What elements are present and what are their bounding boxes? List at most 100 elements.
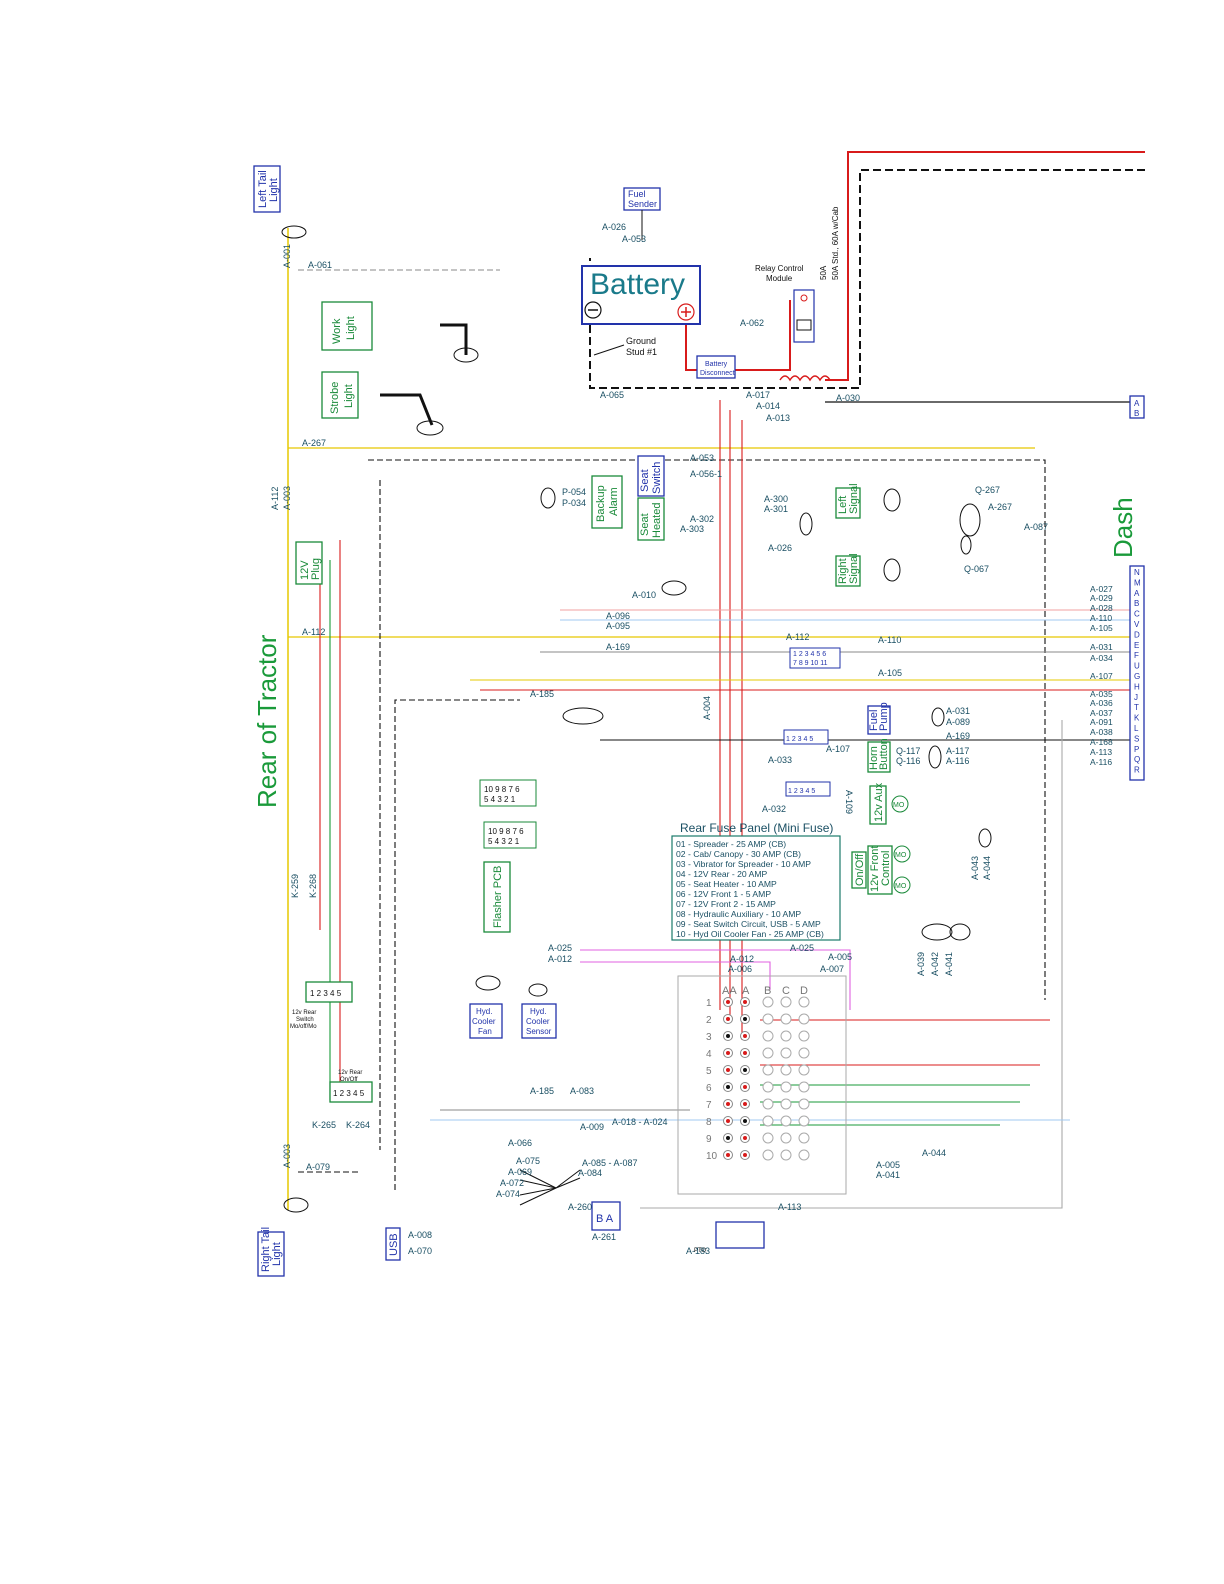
wire-label: K-259 — [290, 874, 300, 898]
dash-pin-label: E — [1134, 641, 1139, 650]
fuse-slot — [780, 1149, 792, 1161]
wire-label: A-042 — [930, 952, 940, 976]
wire-label: A-112 — [786, 632, 809, 642]
dash-pin-label: N — [1134, 568, 1140, 577]
fuse-socket-dot — [743, 1085, 747, 1089]
fuse-slot — [780, 1064, 792, 1076]
wire-label: Q-117 — [896, 746, 920, 756]
svg-text:Cooler: Cooler — [526, 1017, 550, 1026]
wire-label: K-265 — [312, 1120, 336, 1130]
rear-of-tractor-label: Rear of Tractor — [252, 634, 282, 808]
battery-title: Battery — [590, 268, 685, 301]
wire-label: A-001 — [282, 244, 292, 268]
wire-label: A-301 — [764, 504, 788, 514]
fuse-slot — [780, 1132, 792, 1144]
svg-text:Light: Light — [268, 178, 280, 202]
fuse-slot — [798, 1098, 810, 1110]
wire-label: A-017 — [746, 390, 770, 400]
svg-text:12v Aux: 12v Aux — [873, 782, 885, 822]
svg-text:Work: Work — [331, 318, 343, 344]
wire-label: A-069 — [508, 1167, 532, 1177]
wire-label: A-031 — [946, 706, 970, 716]
wire-label: A-185 — [530, 689, 554, 699]
wire-label: A-006 — [728, 964, 752, 974]
svg-text:USB: USB — [388, 1233, 400, 1256]
wire-label: A-005 — [828, 952, 852, 962]
work-light: Work Light — [321, 301, 479, 363]
fuse-column-label: B — [764, 985, 771, 997]
wire-label: P-054 — [562, 487, 586, 497]
fuse-socket-dot — [726, 1102, 730, 1106]
battery: Battery — [581, 265, 701, 325]
fuse-slot — [798, 1132, 810, 1144]
dash-wire-label: A-031 — [1090, 642, 1113, 652]
wire-label: A-025 — [548, 943, 572, 953]
wire-label: A-096 — [606, 611, 630, 621]
svg-text:Ground: Ground — [626, 336, 656, 346]
wire-label: A-053 — [690, 453, 714, 463]
fuse-socket-dot — [726, 1085, 730, 1089]
svg-text:12v Rear: 12v Rear — [338, 1070, 362, 1076]
wire-label: A-025 — [790, 943, 814, 953]
dash-connector-ab: A B — [1129, 395, 1145, 419]
dash-wire-label: A-113 — [1090, 747, 1112, 757]
wire-label: A-070 — [408, 1246, 432, 1256]
svg-text:Button: Button — [878, 738, 890, 770]
dash-wire-label: A-168 — [1090, 737, 1113, 747]
wire-label: A-107 — [826, 744, 850, 754]
seat-switch: Seat Switch — [637, 455, 665, 497]
dash-pin-label: L — [1134, 724, 1139, 733]
fuse-socket-dot — [726, 1153, 730, 1157]
wire-label: A-065 — [600, 390, 624, 400]
horn-button: Horn Button — [867, 738, 942, 773]
wire-label: A-267 — [302, 438, 326, 448]
wire-label: A-041 — [944, 952, 954, 976]
fuse-socket-dot — [726, 1034, 730, 1038]
dash-pin-label: H — [1134, 682, 1140, 691]
fuse-slot — [780, 1098, 792, 1110]
dash-wire-label: A-037 — [1090, 708, 1113, 718]
wire-label: A-041 — [876, 1170, 900, 1180]
wire-label: A-003 — [282, 486, 292, 510]
ground-cluster — [519, 1169, 581, 1206]
svg-text:Right Tail: Right Tail — [260, 1227, 272, 1272]
wire-label: A-012 — [548, 954, 572, 964]
wire-label: Q-067 — [964, 564, 989, 574]
svg-text:A: A — [1134, 399, 1140, 408]
wire-label: A-083 — [570, 1086, 594, 1096]
fuse-slot — [762, 1030, 774, 1042]
fuse-column-label: A — [742, 985, 750, 997]
dash-wire-label: A-036 — [1090, 698, 1113, 708]
fuse-legend-item: 05 - Seat Heater - 10 AMP — [676, 879, 777, 889]
fuse-slot — [798, 1013, 810, 1025]
wire-label: A-112 — [270, 487, 280, 510]
svg-text:Stud #1: Stud #1 — [626, 347, 657, 357]
svg-text:Pump: Pump — [878, 702, 890, 731]
wire-label: A-026 — [768, 543, 792, 553]
fuse-slot — [798, 1081, 810, 1093]
svg-text:Flasher PCB: Flasher PCB — [492, 866, 504, 928]
svg-text:10 9 8 7 6: 10 9 8 7 6 — [484, 785, 520, 794]
front-control: On/Off 12v Front Control MO MO — [851, 845, 911, 895]
svg-text:Switch: Switch — [651, 462, 663, 494]
svg-text:Strobe: Strobe — [329, 382, 341, 414]
wire-label: A-300 — [764, 494, 788, 504]
svg-text:Light: Light — [343, 384, 355, 408]
wire-label: A-267 — [988, 502, 1012, 512]
fuse-slot — [762, 1132, 774, 1144]
wire-label: A-110 — [878, 635, 901, 645]
svg-text:Plug: Plug — [310, 558, 322, 580]
svg-text:MO: MO — [895, 883, 907, 890]
svg-text:1 2 3 4 5: 1 2 3 4 5 — [788, 788, 815, 795]
svg-text:On/Off: On/Off — [340, 1077, 358, 1083]
wire-label: A-026 — [602, 222, 626, 232]
dash-pin-label: C — [1134, 610, 1140, 619]
fuse-socket-dot — [743, 1068, 747, 1072]
dash-pin-label: V — [1134, 620, 1140, 629]
wire-label: A-113 — [778, 1202, 801, 1212]
fuse-legend-item: 10 - Hyd Oil Cooler Fan - 25 AMP (CB) — [676, 929, 824, 939]
svg-text:Fan: Fan — [478, 1027, 492, 1036]
fuse-socket-dot — [726, 1136, 730, 1140]
svg-text:Light: Light — [271, 1242, 283, 1266]
hyd-cooler-sensor: Hyd. Cooler Sensor — [521, 983, 557, 1039]
